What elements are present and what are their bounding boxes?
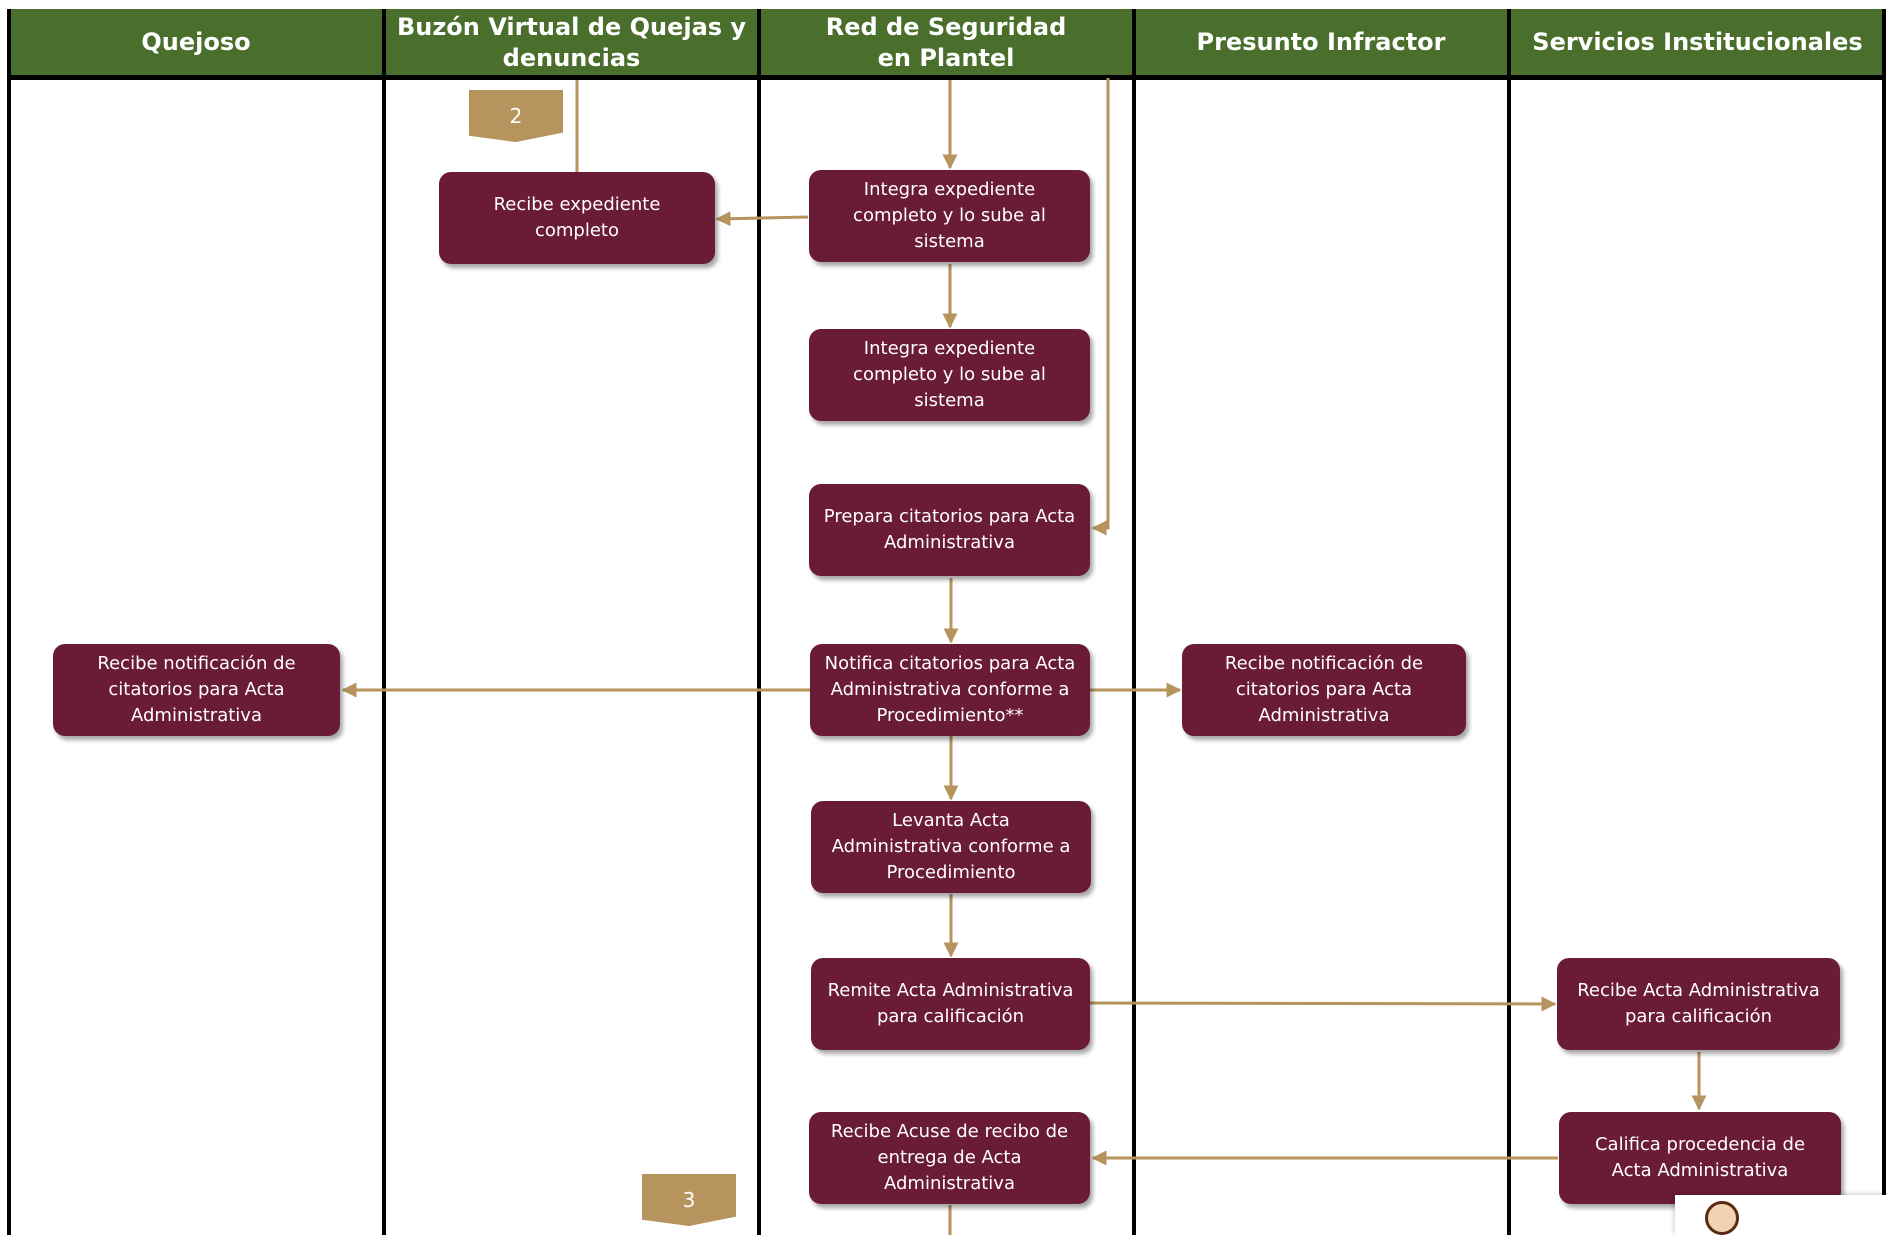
corner-thumbnail-image	[1675, 1195, 1889, 1235]
header-divider	[9, 75, 1885, 80]
lane-separator-4	[1507, 9, 1511, 1235]
lane-header-quejoso: Quejoso	[9, 9, 383, 76]
step-quejoso-recibe-notificacion: Recibe notificación de citatorios para A…	[53, 644, 340, 736]
lane-separator-3	[1132, 9, 1136, 1235]
step-infractor-recibe-notificacion: Recibe notificación de citatorios para A…	[1182, 644, 1466, 736]
lane-header-buzon-virtual: Buzón Virtual de Quejas y denuncias	[385, 9, 758, 76]
avatar-portrait-icon	[1705, 1201, 1739, 1235]
lane-border-right	[1882, 9, 1886, 1235]
step-prepara-citatorios: Prepara citatorios para Acta Administrat…	[809, 484, 1090, 576]
step-recibe-expediente-completo: Recibe expediente completo	[439, 172, 715, 264]
step-notifica-citatorios: Notifica citatorios para Acta Administra…	[810, 644, 1090, 736]
step-integra-expediente-2: Integra expediente completo y lo sube al…	[809, 329, 1090, 421]
lane-separator-1	[382, 9, 386, 1235]
arrow-integra-to-recibe-expediente	[715, 211, 809, 227]
step-recibe-acta-calificacion: Recibe Acta Administrativa para califica…	[1557, 958, 1840, 1050]
arrow-top-to-prepara	[1091, 78, 1110, 536]
step-recibe-acuse: Recibe Acuse de recibo de entrega de Act…	[809, 1112, 1090, 1204]
offpage-connector-3: 3	[642, 1174, 736, 1226]
step-califica-procedencia: Califica procedencia de Acta Administrat…	[1559, 1112, 1841, 1204]
offpage-connector-2: 2	[469, 90, 563, 142]
lane-separator-2	[757, 9, 761, 1235]
lane-header-servicios-institucionales: Servicios Institucionales	[1510, 9, 1885, 76]
arrow-remite-to-servicios	[1089, 996, 1557, 1012]
lane-header-presunto-infractor: Presunto Infractor	[1135, 9, 1507, 76]
step-remite-acta: Remite Acta Administrativa para califica…	[811, 958, 1090, 1050]
lane-header-red-de-seguridad: Red de Seguridad en Plantel	[760, 9, 1132, 76]
lane-border-left	[7, 9, 11, 1235]
step-levanta-acta: Levanta Acta Administrativa conforme a P…	[811, 801, 1091, 893]
step-integra-expediente-1: Integra expediente completo y lo sube al…	[809, 170, 1090, 262]
